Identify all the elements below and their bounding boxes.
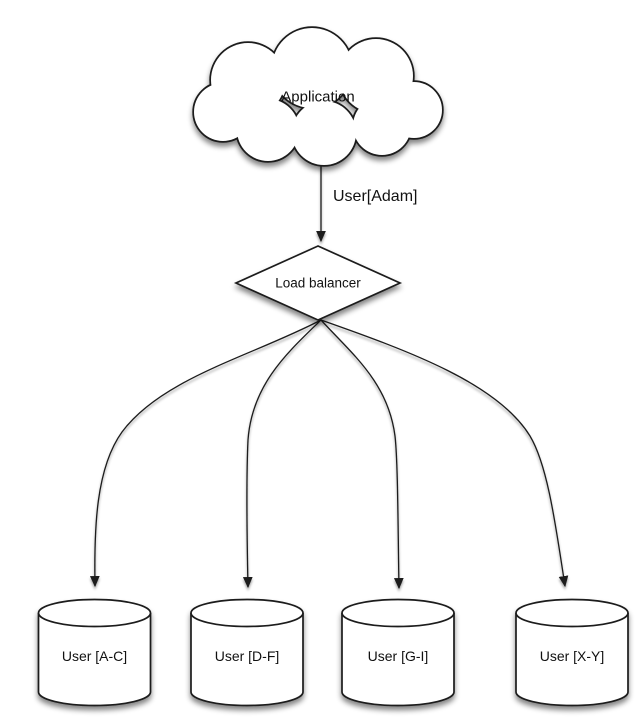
application-label: Application: [281, 89, 354, 106]
edge-group: [89, 164, 569, 590]
edge-load-balancer-to-shard-df: [242, 319, 322, 589]
shard-df-cylinder-node: [190, 598, 304, 707]
shard-gi-label: User [G-I]: [368, 648, 429, 664]
edge-load-balancer-to-shard-xy: [320, 319, 569, 588]
shard-ac-cylinder-node: [37, 598, 152, 707]
application-cloud-node: [192, 26, 444, 167]
shard-ac-label: User [A-C]: [62, 648, 127, 664]
shard-xy-cylinder-node: [515, 598, 629, 707]
shard-xy-label: User [X-Y]: [540, 648, 605, 664]
load-balancer-label: Load balancer: [275, 276, 361, 291]
edge-load-balancer-to-shard-ac: [89, 319, 322, 588]
edge-load-balancer-to-shard-gi: [320, 319, 404, 590]
shard-df-label: User [D-F]: [215, 648, 280, 664]
cloud-fill: [194, 28, 442, 165]
load-balancer-diamond-node: [233, 245, 403, 321]
edge-user-adam-label: User[Adam]: [333, 188, 417, 205]
shard-gi-cylinder-node: [341, 598, 455, 707]
